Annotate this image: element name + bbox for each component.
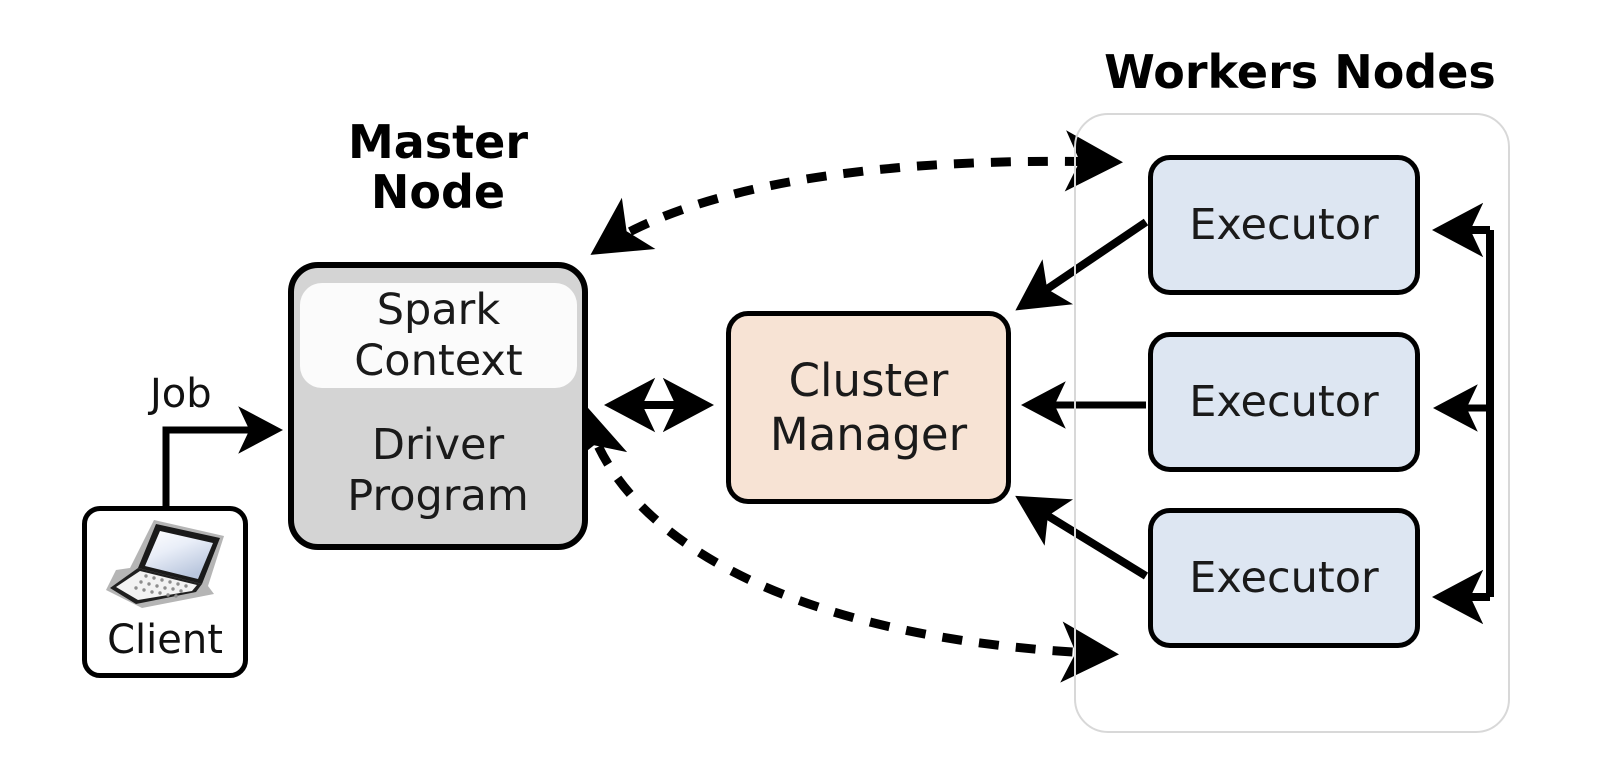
workers-nodes-container (1074, 113, 1510, 733)
executor-box-3: Executor (1148, 508, 1420, 648)
workers-nodes-title: Workers Nodes (1104, 45, 1496, 99)
executor-label-3: Executor (1189, 552, 1379, 603)
spark-context-box: Spark Context (300, 283, 577, 388)
job-label: Job (150, 371, 212, 417)
cluster-manager-label-line1: Cluster (788, 354, 949, 408)
cluster-manager-label-line2: Manager (769, 407, 968, 461)
spark-context-label-line1: Spark (376, 284, 501, 335)
executor-box-2: Executor (1148, 332, 1420, 472)
edge-job (162, 406, 283, 506)
driver-program-label-line1: Driver (371, 420, 505, 471)
cluster-manager-box: Cluster Manager (726, 311, 1011, 504)
driver-program-label-line2: Program (347, 471, 529, 521)
edge-driver-executor-1-dashed (590, 130, 1123, 255)
executor-box-1: Executor (1148, 155, 1420, 295)
driver-program-box: Driver Program (296, 398, 580, 544)
executor-label-1: Executor (1189, 199, 1379, 250)
laptop-icon (106, 520, 224, 608)
spark-context-label-line2: Context (354, 335, 523, 386)
client-label: Client (107, 617, 223, 663)
executor-label-2: Executor (1189, 376, 1379, 427)
master-node-title: Master Node (347, 115, 529, 219)
